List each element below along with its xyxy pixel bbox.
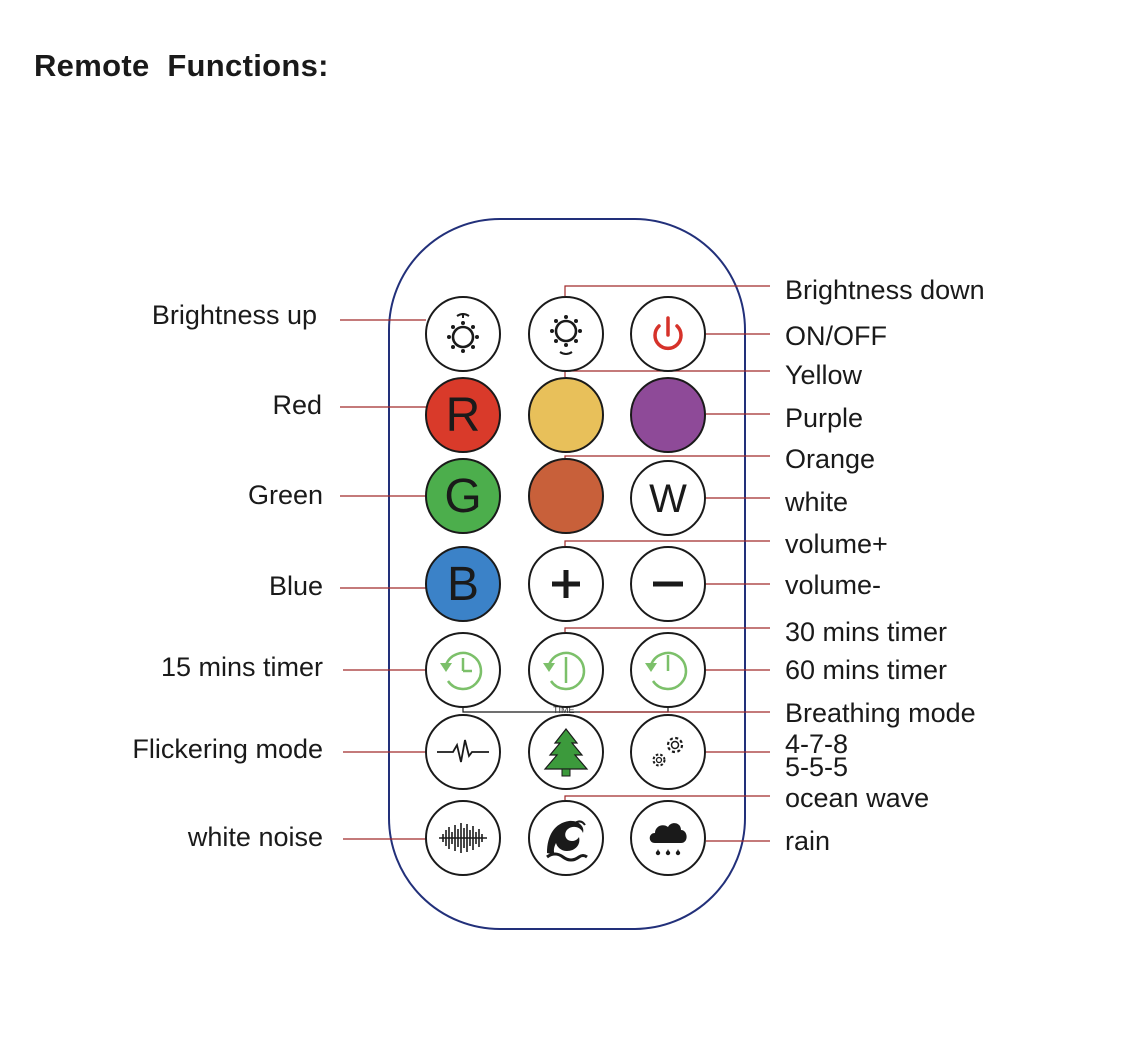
red-button[interactable]: R <box>425 377 501 453</box>
brightness-up-button[interactable] <box>425 296 501 372</box>
label-volume-minus: volume- <box>785 570 882 600</box>
label-yellow: Yellow <box>785 360 863 390</box>
brightness-down-icon <box>550 315 582 355</box>
rain-button[interactable] <box>630 800 706 876</box>
ocean-wave-button[interactable] <box>528 800 604 876</box>
wave-icon <box>546 820 588 862</box>
purple-button[interactable] <box>630 377 706 453</box>
label-on-off: ON/OFF <box>785 321 887 351</box>
gears-icon <box>652 736 684 767</box>
green-button[interactable]: G <box>425 458 501 534</box>
label-ocean-wave: ocean wave <box>785 783 930 813</box>
power-button[interactable] <box>630 296 706 372</box>
tree-icon <box>543 728 589 777</box>
breathing-478-555-button[interactable] <box>630 714 706 790</box>
white-button-letter: W <box>649 477 687 521</box>
breathing-mode-button[interactable] <box>528 714 604 790</box>
label-brightness-up: Brightness up <box>151 300 317 330</box>
white-noise-button[interactable] <box>425 800 501 876</box>
green-button-letter: G <box>444 470 482 523</box>
label-60-mins-timer: 60 mins timer <box>785 655 948 685</box>
volume-down-button[interactable] <box>630 546 706 622</box>
power-icon <box>653 316 683 351</box>
label-white-noise: white noise <box>187 822 323 852</box>
label-white: white <box>785 487 849 517</box>
soundwave-icon <box>439 823 487 853</box>
label-green: Green <box>247 480 323 510</box>
minus-icon <box>653 581 683 587</box>
brightness-down-button[interactable] <box>528 296 604 372</box>
label-orange: Orange <box>785 444 876 474</box>
heartbeat-icon <box>437 739 489 763</box>
timer-15-button[interactable] <box>425 632 501 708</box>
label-volume-plus: volume+ <box>785 529 888 559</box>
timer-30-button[interactable] <box>528 632 604 708</box>
label-15-mins-timer: 15 mins timer <box>160 652 323 682</box>
flickering-mode-button[interactable] <box>425 714 501 790</box>
label-flickering-mode: Flickering mode <box>132 734 323 764</box>
label-30-mins-timer: 30 mins timer <box>785 617 948 647</box>
white-button[interactable]: W <box>630 460 706 536</box>
label-breathing-mode: Breathing mode <box>785 698 976 728</box>
label-red: Red <box>272 390 322 420</box>
label-rain: rain <box>785 826 831 856</box>
volume-up-button[interactable] <box>528 546 604 622</box>
red-button-letter: R <box>445 389 481 442</box>
time-bracket-label: TIME <box>553 705 575 715</box>
timer-icon <box>440 651 483 691</box>
label-breathing-555: 5-5-5 <box>785 752 849 782</box>
brightness-up-icon <box>447 313 479 353</box>
label-brightness-down: Brightness down <box>785 275 985 305</box>
blue-button[interactable]: B <box>425 546 501 622</box>
label-breathing-478: 4-7-8 <box>785 729 849 759</box>
label-purple: Purple <box>785 403 864 433</box>
blue-button-letter: B <box>446 558 479 611</box>
plus-icon <box>552 570 580 598</box>
timer-icon <box>543 651 586 691</box>
timer-60-button[interactable] <box>630 632 706 708</box>
label-blue: Blue <box>268 571 323 601</box>
orange-button[interactable] <box>528 458 604 534</box>
rain-cloud-icon <box>649 823 687 856</box>
page-title: Remote Functions: <box>34 48 329 83</box>
timer-icon <box>645 651 688 691</box>
yellow-button[interactable] <box>528 377 604 453</box>
